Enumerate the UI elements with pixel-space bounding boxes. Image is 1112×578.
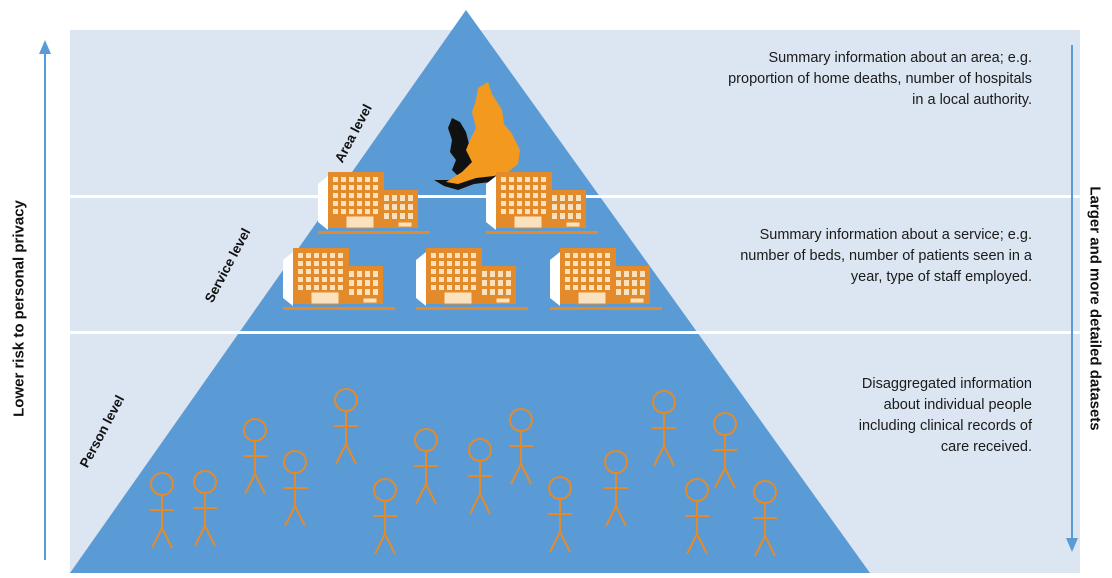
stick-figure-person-icon: [753, 480, 777, 557]
stick-figure-person-icon: [468, 438, 492, 515]
stick-figure-person-icon: [150, 472, 174, 549]
stick-figure-person-icon: [713, 412, 737, 489]
person-level-description: Disaggregated information about individu…: [858, 376, 1032, 455]
hospital-building-icon: [283, 248, 395, 310]
hospital-group: [283, 172, 662, 310]
divider-service-person: [70, 331, 1080, 334]
england-map-icon: [434, 82, 520, 190]
stick-figure-person-icon: [414, 428, 438, 505]
stick-figure-person-icon: [604, 450, 628, 527]
hospital-building-icon: [318, 172, 430, 234]
stick-figure-person-icon: [373, 478, 397, 555]
stick-figure-person-icon: [193, 470, 217, 547]
hospital-building-icon: [416, 248, 528, 310]
hospital-building-icon: [550, 248, 662, 310]
stick-figure-person-icon: [334, 388, 358, 465]
right-axis-label: Larger and more detailed datasets: [1086, 186, 1104, 431]
person-group: [150, 388, 777, 557]
stick-figure-person-icon: [652, 390, 676, 467]
stick-figure-person-icon: [243, 418, 267, 495]
stick-figure-person-icon: [548, 476, 572, 553]
left-axis-label: Lower risk to personal privacy: [10, 200, 28, 417]
stick-figure-person-icon: [509, 408, 533, 485]
stick-figure-person-icon: [685, 478, 709, 555]
service-level-description: Summary information about a service; e.g…: [740, 227, 1032, 285]
area-level-description: Summary information about an area; e.g. …: [728, 50, 1032, 108]
left-arrow-up-icon: [39, 40, 51, 560]
stick-figure-person-icon: [283, 450, 307, 527]
hospital-building-icon: [486, 172, 598, 234]
right-arrow-down-icon: [1066, 45, 1078, 552]
